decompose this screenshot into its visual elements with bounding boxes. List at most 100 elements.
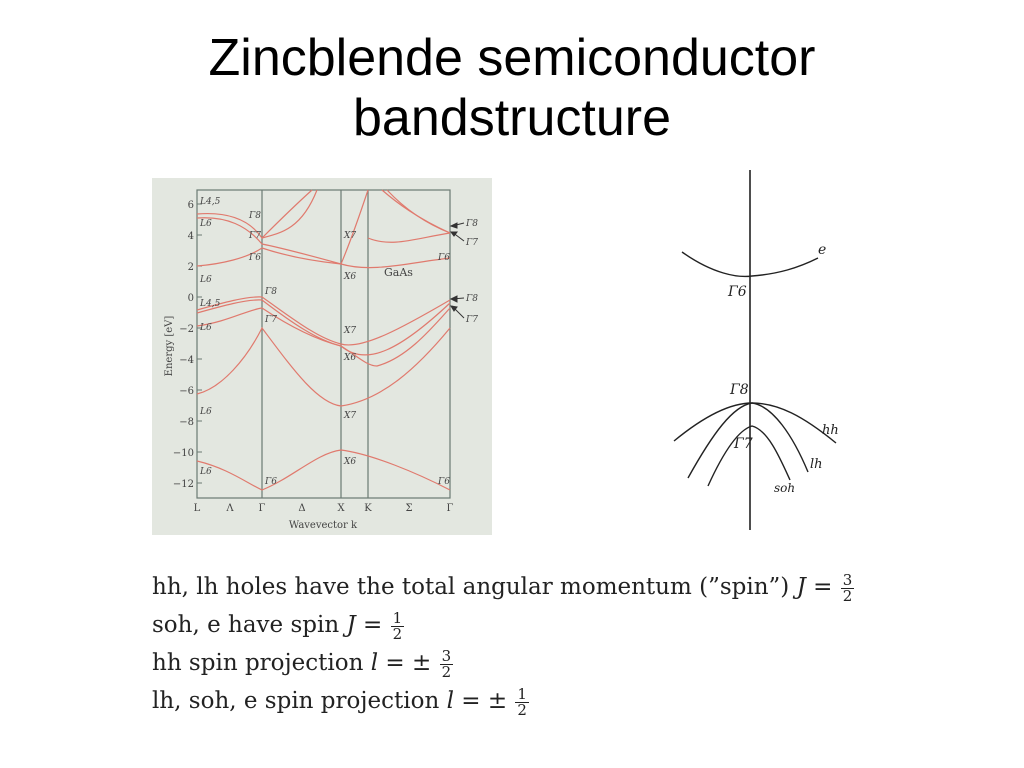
fraction-denominator: 2	[517, 700, 527, 719]
l-point-label: L4,5	[199, 197, 221, 207]
fraction-denominator: 2	[392, 624, 403, 643]
notes-text: hh spin projection	[152, 650, 364, 676]
band-curve	[196, 299, 451, 356]
sketch-label-soh: soh	[774, 481, 795, 495]
x-tick-label: Λ	[225, 503, 234, 514]
y-tick-label: −12	[173, 479, 194, 490]
notes-math: J =	[796, 574, 833, 600]
l-point-label: L6	[199, 407, 212, 417]
y-tick-label: 6	[188, 200, 194, 211]
y-tick-label: 2	[188, 262, 194, 273]
x-tick-label: Γ	[447, 503, 454, 514]
electron-band-curve	[681, 251, 819, 278]
split-off-curve	[707, 425, 791, 487]
x-point-label: X7	[343, 411, 356, 421]
band-curve	[196, 326, 451, 407]
y-tick-label: 4	[188, 231, 194, 242]
band-curve	[381, 189, 451, 234]
right-gamma-label: Γ7	[465, 315, 478, 325]
band-curve	[386, 189, 451, 234]
l-point-label: L4,5	[199, 299, 221, 309]
x-point-label: X7	[343, 326, 356, 336]
band-curve	[196, 296, 451, 346]
x-tick-label: Σ	[405, 503, 412, 514]
fraction-numerator: 3	[439, 646, 454, 665]
right-gamma-label: Γ7	[465, 238, 478, 248]
band-curve	[367, 232, 451, 243]
x-axis-title: Wavevector k	[289, 520, 358, 531]
notes-text: lh, soh, e spin projection	[152, 688, 440, 714]
slide-title-line-2: bandstructure	[353, 89, 671, 147]
band-curve	[196, 217, 342, 265]
fraction-numerator: 1	[515, 684, 529, 703]
gamma-point-label: Γ8	[248, 211, 261, 221]
x-tick-label: X	[337, 503, 345, 514]
band-curves	[196, 189, 451, 491]
x-point-label: X7	[343, 231, 356, 241]
material-label: GaAs	[384, 266, 413, 279]
band-curve	[196, 307, 451, 367]
sketch-label-gamma6: Γ6	[727, 284, 747, 300]
gamma-point-label: Γ6	[264, 477, 277, 487]
sketch-label-gamma7: Γ7	[733, 436, 753, 452]
y-axis-title: Energy [eV]	[164, 316, 175, 377]
fraction-numerator: 3	[840, 570, 855, 589]
l-point-label: L6	[199, 467, 212, 477]
x-tick-label: L	[194, 503, 201, 514]
fraction-denominator: 2	[441, 662, 452, 681]
band-structure-svg: 6 4 2 0 −2 −4 −6 −8 −10 −12 Energy [eV] …	[164, 189, 478, 531]
right-gamma-label: Γ6	[437, 477, 450, 487]
light-hole-curve	[687, 402, 809, 479]
sketch-curves	[673, 251, 837, 487]
gamma-point-label: Γ8	[264, 287, 277, 297]
label-arrows	[449, 222, 465, 319]
x-tick-label: Δ	[298, 503, 305, 514]
sketch-label-gamma8: Γ8	[729, 382, 749, 398]
l-point-label: L6	[199, 219, 212, 229]
slide-title: Zincblende semiconductor bandstructure	[0, 28, 1024, 148]
fraction-numerator: 1	[390, 608, 405, 627]
band-curve	[261, 189, 318, 239]
right-gamma-label: Γ8	[465, 294, 478, 304]
notes-math: J =	[346, 612, 383, 638]
x-point-label: X6	[343, 457, 356, 467]
x-point-label: X6	[343, 353, 356, 363]
notes-text: soh, e have spin	[152, 612, 340, 638]
gaas-band-structure-figure: 6 4 2 0 −2 −4 −6 −8 −10 −12 Energy [eV] …	[152, 178, 492, 535]
x-point-label: X6	[343, 272, 356, 282]
l-point-label: L6	[199, 323, 212, 333]
notes-text: hh, lh holes have the total angular mome…	[152, 574, 790, 600]
sketch-label-e: e	[818, 242, 826, 258]
right-gamma-label: Γ8	[465, 219, 478, 229]
gamma-point-label: Γ7	[248, 231, 261, 241]
gamma-point-label: Γ7	[264, 315, 277, 325]
right-gamma-label: Γ6	[437, 253, 450, 263]
l-point-label: L6	[199, 275, 212, 285]
slide-title-line-1: Zincblende semiconductor	[208, 29, 816, 87]
y-tick-label: −2	[179, 324, 194, 335]
y-tick-label: −8	[179, 417, 194, 428]
gamma-point-label: Γ6	[248, 253, 261, 263]
y-tick-label: 0	[188, 293, 194, 304]
band-curve	[340, 257, 451, 269]
band-sketch-figure: e Γ6 Γ8 Γ7 hh lh soh	[668, 168, 848, 534]
y-tick-marks	[197, 203, 202, 484]
notes-line-1: hh, lh holes have the total angular mome…	[152, 568, 912, 606]
heavy-hole-curve	[673, 402, 837, 444]
y-tick-label: −4	[179, 355, 194, 366]
plot-frame	[196, 189, 451, 499]
y-tick-label: −10	[173, 448, 194, 459]
notes-block: hh, lh holes have the total angular mome…	[152, 568, 912, 720]
sketch-label-lh: lh	[810, 457, 823, 472]
x-tick-label: Γ	[259, 503, 266, 514]
band-curve	[196, 449, 451, 491]
x-tick-label: K	[364, 503, 372, 514]
band-curve	[196, 189, 369, 267]
